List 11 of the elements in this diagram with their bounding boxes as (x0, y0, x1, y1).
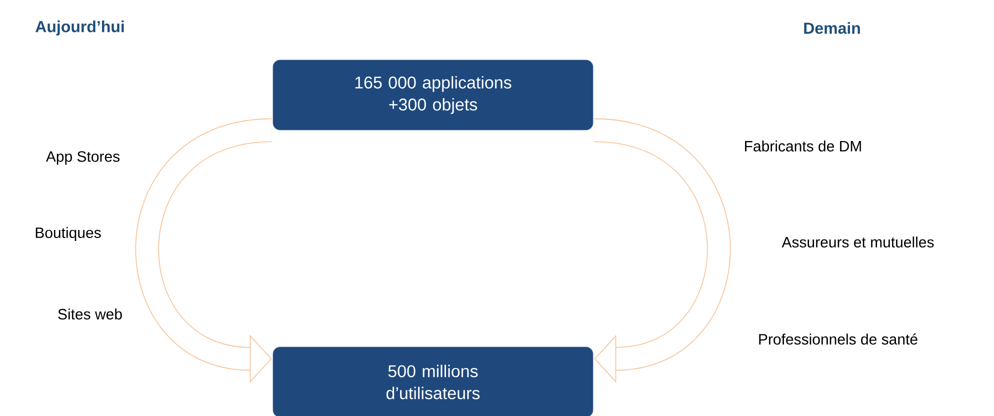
side-label: Fabricants de DM (745, 140, 861, 152)
heading: Aujourd’hui (36, 20, 124, 36)
side-label: Boutiques (36, 227, 101, 241)
side-label: Professionnels de santé (759, 333, 918, 345)
side-label: App Stores (46, 151, 120, 165)
heading: Demain (804, 22, 860, 34)
curved-arrow (592, 118, 731, 383)
process-box: 500 millions d’utilisateurs (272, 346, 594, 416)
side-label: Sites web (58, 308, 122, 320)
side-label: Assureurs et mutuelles (782, 236, 934, 248)
process-box: 165 000 applications +300 objets (272, 60, 594, 130)
